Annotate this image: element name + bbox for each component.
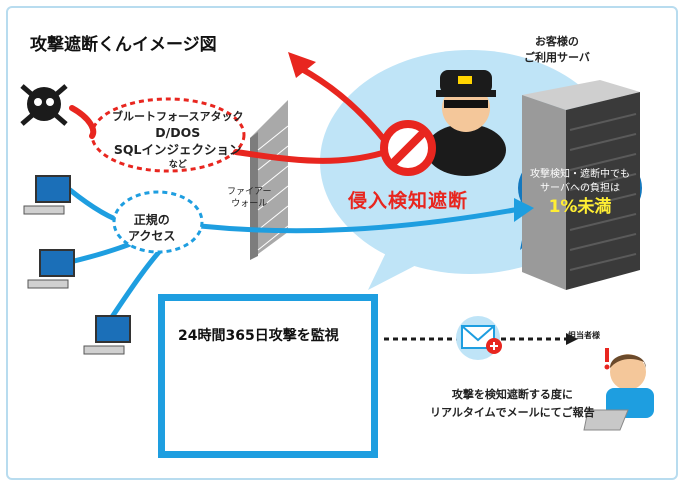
server-label: お客様の ご利用サーバ	[524, 34, 590, 66]
attack-type-note: など	[168, 160, 187, 170]
firewall-icon	[250, 100, 289, 260]
server-label-line: お客様の	[534, 35, 579, 48]
attack-type: SQLインジェクション	[113, 142, 242, 157]
attack-type: ブルートフォースアタック	[112, 110, 244, 123]
attack-type: D/DOS	[155, 125, 201, 140]
access-arrowhead	[514, 198, 534, 222]
server-label-line: ご利用サーバ	[524, 51, 590, 64]
alert-icon	[604, 348, 610, 370]
person-at-laptop-icon	[583, 354, 654, 431]
computer-icon	[83, 315, 131, 355]
firewall-label-line: ファイアー	[227, 187, 272, 197]
security-guard-icon	[426, 70, 506, 176]
attack-arrowhead	[288, 52, 316, 78]
page-title: 攻撃遮断くんイメージ図	[30, 35, 217, 55]
legit-access-label: 正規の アクセス	[128, 212, 175, 244]
firewall-label: ファイアー ウォール	[227, 186, 271, 210]
notification-text: 攻撃を検知遮断する度に リアルタイムでメールにてご報告	[430, 386, 595, 422]
server-load-line: 攻撃検知・遮断中でも	[530, 169, 630, 180]
prohibition-icon	[380, 120, 436, 176]
server-load-line: サーバへの負担は	[540, 183, 620, 194]
legit-access-label-line: アクセス	[128, 229, 176, 243]
skull-pirate-icon	[20, 84, 68, 126]
legit-access-cloud	[112, 190, 204, 254]
server-rack-icon	[522, 80, 640, 290]
server-load-highlight: 1%未満	[548, 197, 612, 217]
computer-icon	[27, 249, 75, 289]
server-load-note: 攻撃検知・遮断中でも サーバへの負担は 1%未満	[530, 168, 630, 218]
monitoring-label: 24時間365日攻撃を監視	[178, 328, 339, 344]
notification-line: 攻撃を検知遮断する度に	[451, 388, 573, 401]
computer-icon	[23, 175, 71, 215]
legit-access-label-line: 正規の	[133, 213, 170, 227]
notification-line: リアルタイムでメールにてご報告	[430, 406, 595, 419]
firewall-label-line: ウォール	[231, 199, 268, 209]
monitoring-box	[158, 294, 378, 458]
attack-types-text: ブルートフォースアタック D/DOS SQLインジェクション など	[112, 110, 243, 172]
mail-icon	[456, 316, 502, 360]
admin-label: 担当者様	[568, 331, 600, 340]
intrusion-detection-label: 侵入検知遮断	[348, 190, 469, 212]
